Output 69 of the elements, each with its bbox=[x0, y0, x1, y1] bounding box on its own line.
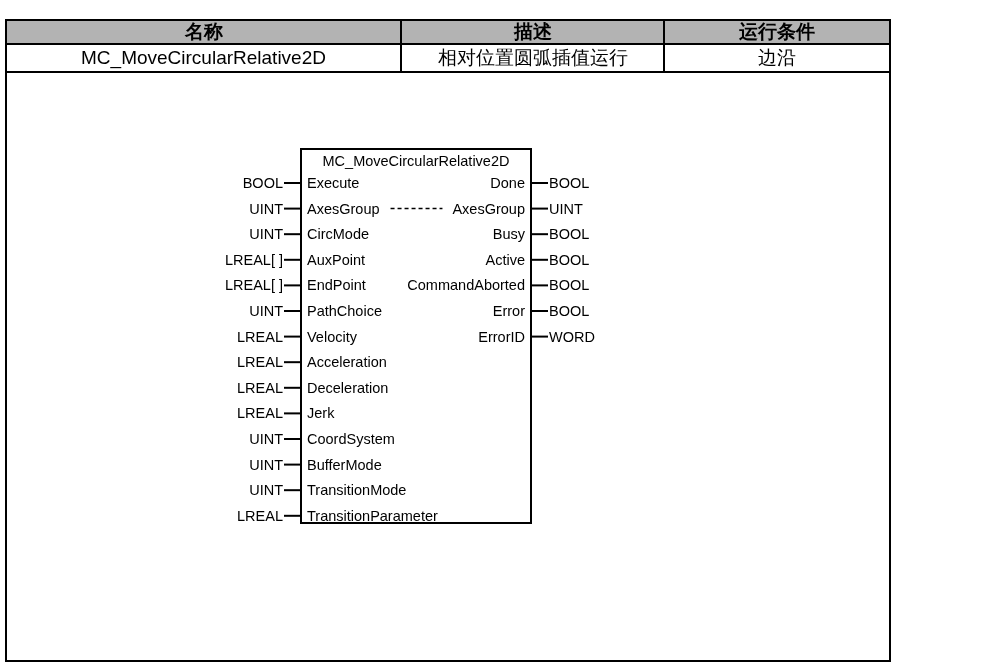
data-type-label: UINT bbox=[249, 225, 283, 244]
pin-line bbox=[530, 335, 549, 338]
output-pin-label: Error bbox=[492, 302, 530, 320]
pin-line bbox=[283, 258, 303, 261]
data-type-label: BOOL bbox=[549, 174, 590, 192]
data-type-label: UINT bbox=[549, 199, 583, 218]
data-type-label: UINT bbox=[249, 455, 283, 474]
pin-line bbox=[530, 207, 549, 210]
data-type-label: BOOL bbox=[242, 174, 283, 192]
pin-line bbox=[530, 284, 549, 287]
pin-line bbox=[283, 489, 303, 492]
output-pin-label: CommandAborted bbox=[407, 276, 530, 295]
data-type-label: UINT bbox=[249, 199, 283, 218]
data-type-label: LREAL bbox=[237, 404, 283, 423]
pin-line bbox=[283, 514, 303, 517]
block-title: MC_MoveCircularRelative2D bbox=[321, 152, 511, 170]
pin-line bbox=[283, 182, 303, 184]
data-type-label: LREAL bbox=[237, 353, 283, 372]
input-pin-label: Jerk bbox=[302, 404, 335, 423]
input-pin-label: EndPoint bbox=[302, 276, 366, 295]
data-type-label: UINT bbox=[249, 481, 283, 500]
data-type-label: UINT bbox=[249, 430, 283, 448]
pin-line bbox=[283, 412, 303, 415]
pin-line bbox=[283, 386, 303, 389]
input-pin-label: TransitionMode bbox=[302, 481, 407, 500]
data-type-label: BOOL bbox=[549, 276, 590, 295]
input-pin-label: CoordSystem bbox=[302, 430, 395, 448]
function-block bbox=[300, 148, 532, 524]
header-cell: 名称 bbox=[5, 19, 402, 45]
input-pin-label: Deceleration bbox=[302, 378, 389, 397]
pin-line bbox=[283, 335, 303, 338]
input-pin-label: BufferMode bbox=[302, 455, 382, 474]
data-type-label: LREAL bbox=[237, 506, 283, 525]
input-pin-label: PathChoice bbox=[302, 302, 382, 320]
input-pin-label: Acceleration bbox=[302, 353, 387, 372]
data-type-label: BOOL bbox=[549, 225, 590, 244]
input-pin-label: AuxPoint bbox=[302, 250, 366, 269]
data-type-label: LREAL bbox=[237, 327, 283, 346]
input-pin-label: CircMode bbox=[302, 225, 370, 244]
data-type-label: LREAL[ ] bbox=[224, 250, 283, 269]
dashed-connector bbox=[389, 207, 444, 210]
output-pin-label: Busy bbox=[492, 225, 530, 244]
pin-line bbox=[283, 463, 303, 466]
output-pin-label: Done bbox=[490, 174, 530, 192]
data-type-label: LREAL bbox=[237, 378, 283, 397]
pin-line bbox=[283, 310, 303, 312]
pin-line bbox=[283, 438, 303, 440]
header-cell: 运行条件 bbox=[663, 19, 891, 45]
output-pin-label: Active bbox=[485, 250, 530, 269]
pin-line bbox=[283, 284, 303, 287]
pin-line bbox=[530, 310, 549, 312]
input-pin-label: Execute bbox=[302, 174, 360, 192]
pin-line bbox=[530, 258, 549, 261]
data-type-label: LREAL[ ] bbox=[224, 276, 283, 295]
pin-line bbox=[283, 361, 303, 364]
input-pin-label: Velocity bbox=[302, 327, 357, 346]
pin-line bbox=[283, 233, 303, 236]
input-pin-label: AxesGroup bbox=[302, 199, 380, 218]
data-type-label: WORD bbox=[549, 327, 595, 346]
pin-line bbox=[530, 182, 549, 184]
output-pin-label: ErrorID bbox=[478, 327, 530, 346]
data-type-label: UINT bbox=[249, 302, 283, 320]
header-cell: 描述 bbox=[400, 19, 665, 45]
input-pin-label: TransitionParameter bbox=[302, 506, 438, 525]
output-pin-label: AxesGroup bbox=[452, 199, 530, 218]
pin-line bbox=[530, 233, 549, 236]
data-type-label: BOOL bbox=[549, 250, 590, 269]
pin-line bbox=[283, 207, 303, 210]
data-type-label: BOOL bbox=[549, 302, 590, 320]
